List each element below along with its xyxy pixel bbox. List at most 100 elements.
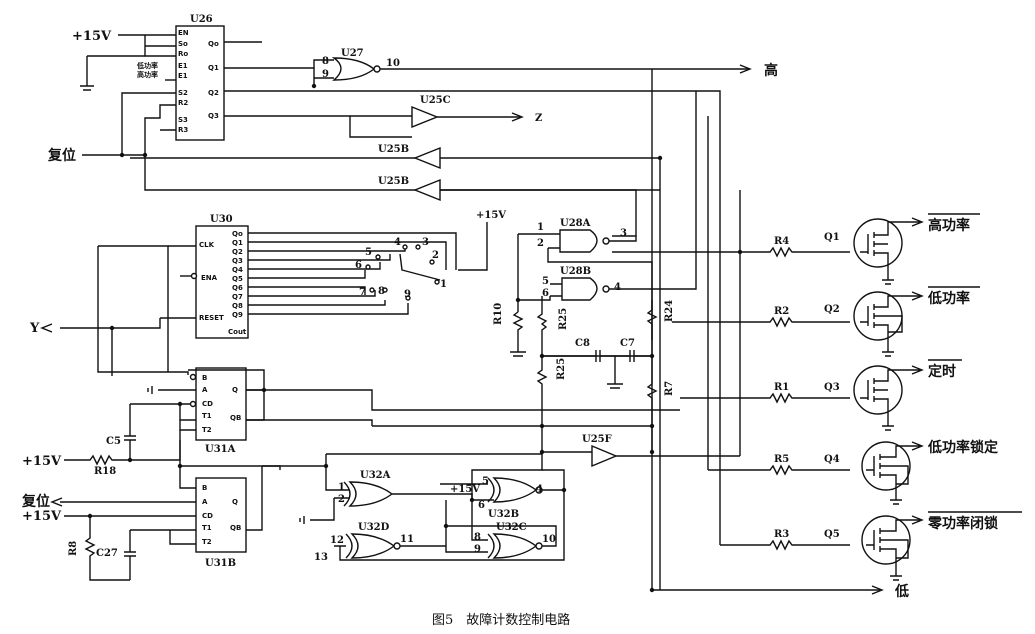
svg-text:Q1: Q1 (208, 64, 219, 72)
svg-text:U25F: U25F (582, 434, 612, 445)
svg-text:R1: R1 (774, 382, 789, 393)
label-low-power-lock: 低功率锁定 (927, 439, 998, 456)
label-low-power: 低功率 (927, 290, 970, 307)
power-label-switch: +15V (476, 210, 506, 221)
svg-text:U31A: U31A (205, 444, 236, 455)
svg-text:Q: Q (232, 386, 238, 394)
svg-text:R8: R8 (68, 541, 79, 556)
svg-text:U32A: U32A (360, 470, 391, 481)
chip-u30: U30 CLK ENA RESET Qo Q1 Q2 Q3 Q4 Q5 Q6 Q… (190, 214, 249, 339)
svg-text:C5: C5 (106, 436, 121, 447)
svg-text:Q6: Q6 (232, 284, 243, 292)
svg-text:4: 4 (614, 282, 621, 293)
svg-text:Q4: Q4 (232, 266, 243, 274)
svg-text:RESET: RESET (199, 314, 224, 322)
svg-text:E1: E1 (178, 72, 188, 80)
svg-text:Q5: Q5 (232, 275, 243, 283)
label-zero-power-lock: 零功率闭锁 (927, 515, 998, 532)
svg-text:R7: R7 (664, 381, 675, 396)
svg-text:S3: S3 (178, 116, 188, 124)
svg-text:3: 3 (620, 228, 627, 239)
svg-text:R2: R2 (774, 306, 789, 317)
svg-text:4: 4 (394, 237, 401, 248)
svg-text:R18: R18 (94, 466, 116, 477)
svg-text:R3: R3 (178, 126, 188, 134)
svg-text:Q2: Q2 (824, 304, 840, 315)
transistor-q3: 定时 (853, 359, 962, 431)
svg-text:CLK: CLK (199, 241, 215, 249)
svg-text:6: 6 (478, 500, 485, 511)
buffer-u25c: U25C (411, 95, 451, 129)
svg-text:U32D: U32D (358, 522, 390, 533)
svg-text:Q8: Q8 (232, 302, 243, 310)
svg-text:C8: C8 (575, 338, 590, 349)
svg-text:Q5: Q5 (824, 529, 840, 540)
svg-text:高功率: 高功率 (137, 70, 158, 79)
svg-text:CD: CD (202, 512, 213, 520)
svg-text:U25B: U25B (378, 144, 409, 155)
svg-text:T1: T1 (202, 524, 212, 532)
svg-text:5: 5 (365, 247, 372, 258)
output-y: Y (29, 321, 40, 336)
junction-dots (87, 83, 743, 593)
u26-label: U26 (190, 14, 213, 25)
svg-text:6: 6 (542, 288, 549, 299)
svg-text:9: 9 (474, 544, 481, 555)
power-label-bottom: +15V (22, 509, 62, 524)
svg-text:R25: R25 (558, 308, 569, 330)
svg-text:3: 3 (422, 237, 429, 248)
svg-text:2: 2 (338, 494, 345, 505)
svg-text:U32B: U32B (488, 509, 519, 520)
svg-text:5: 5 (542, 276, 549, 287)
label-high-power: 高功率 (928, 217, 970, 234)
svg-text:T2: T2 (202, 426, 212, 434)
svg-text:Q1: Q1 (232, 239, 243, 247)
svg-text:Q3: Q3 (824, 382, 840, 393)
svg-text:10: 10 (386, 58, 400, 69)
gate-u28a: U28A 1 2 3 (537, 218, 627, 253)
transistor-q4: 低功率锁定 (861, 439, 998, 505)
svg-text:4: 4 (536, 484, 543, 495)
svg-text:9: 9 (404, 289, 411, 300)
svg-text:U27: U27 (341, 48, 364, 59)
gate-u28b: U28B 5 6 4 (542, 266, 621, 301)
svg-text:8: 8 (322, 56, 329, 67)
gate-u32d: U32D 12 13 11 (314, 522, 414, 563)
svg-text:Q: Q (232, 498, 238, 506)
svg-text:Q2: Q2 (208, 89, 219, 97)
svg-text:T1: T1 (202, 412, 212, 420)
gate-u27: U27 8 9 10 (322, 48, 400, 81)
chip-u31b: B A CD T1 T2 Q QB U31B (195, 477, 247, 569)
svg-text:ENA: ENA (201, 274, 218, 282)
buffer-u25b-1: U25B (378, 144, 441, 170)
output-high: 高 (764, 62, 778, 79)
svg-text:R3: R3 (774, 529, 789, 540)
reset-input-top: 复位 (47, 147, 76, 164)
svg-text:U28A: U28A (560, 218, 591, 229)
svg-text:1: 1 (537, 222, 544, 233)
svg-text:A: A (202, 386, 208, 394)
svg-text:Q4: Q4 (824, 454, 840, 465)
svg-text:U28B: U28B (560, 266, 591, 277)
transistor-q2: 低功率 (853, 286, 980, 357)
transistor-q5: 零功率闭锁 (861, 511, 1022, 581)
svg-text:So: So (178, 40, 188, 48)
svg-text:S2: S2 (178, 89, 188, 97)
svg-text:11: 11 (400, 534, 414, 545)
svg-text:U25C: U25C (420, 95, 451, 106)
svg-text:T2: T2 (202, 538, 212, 546)
transistor-q1: 高功率 (853, 213, 980, 285)
svg-text:Q3: Q3 (208, 112, 219, 120)
svg-text:Q7: Q7 (232, 293, 243, 301)
output-z: Z (535, 113, 542, 124)
gate-u32b: U32B 5 6 4 (478, 476, 543, 520)
label-timing: 定时 (928, 363, 956, 380)
svg-text:13: 13 (314, 552, 328, 563)
svg-text:R10: R10 (493, 303, 504, 325)
svg-text:Q2: Q2 (232, 248, 243, 256)
svg-text:U32C: U32C (496, 522, 527, 533)
svg-text:QB: QB (230, 524, 241, 532)
svg-text:10: 10 (542, 534, 556, 545)
